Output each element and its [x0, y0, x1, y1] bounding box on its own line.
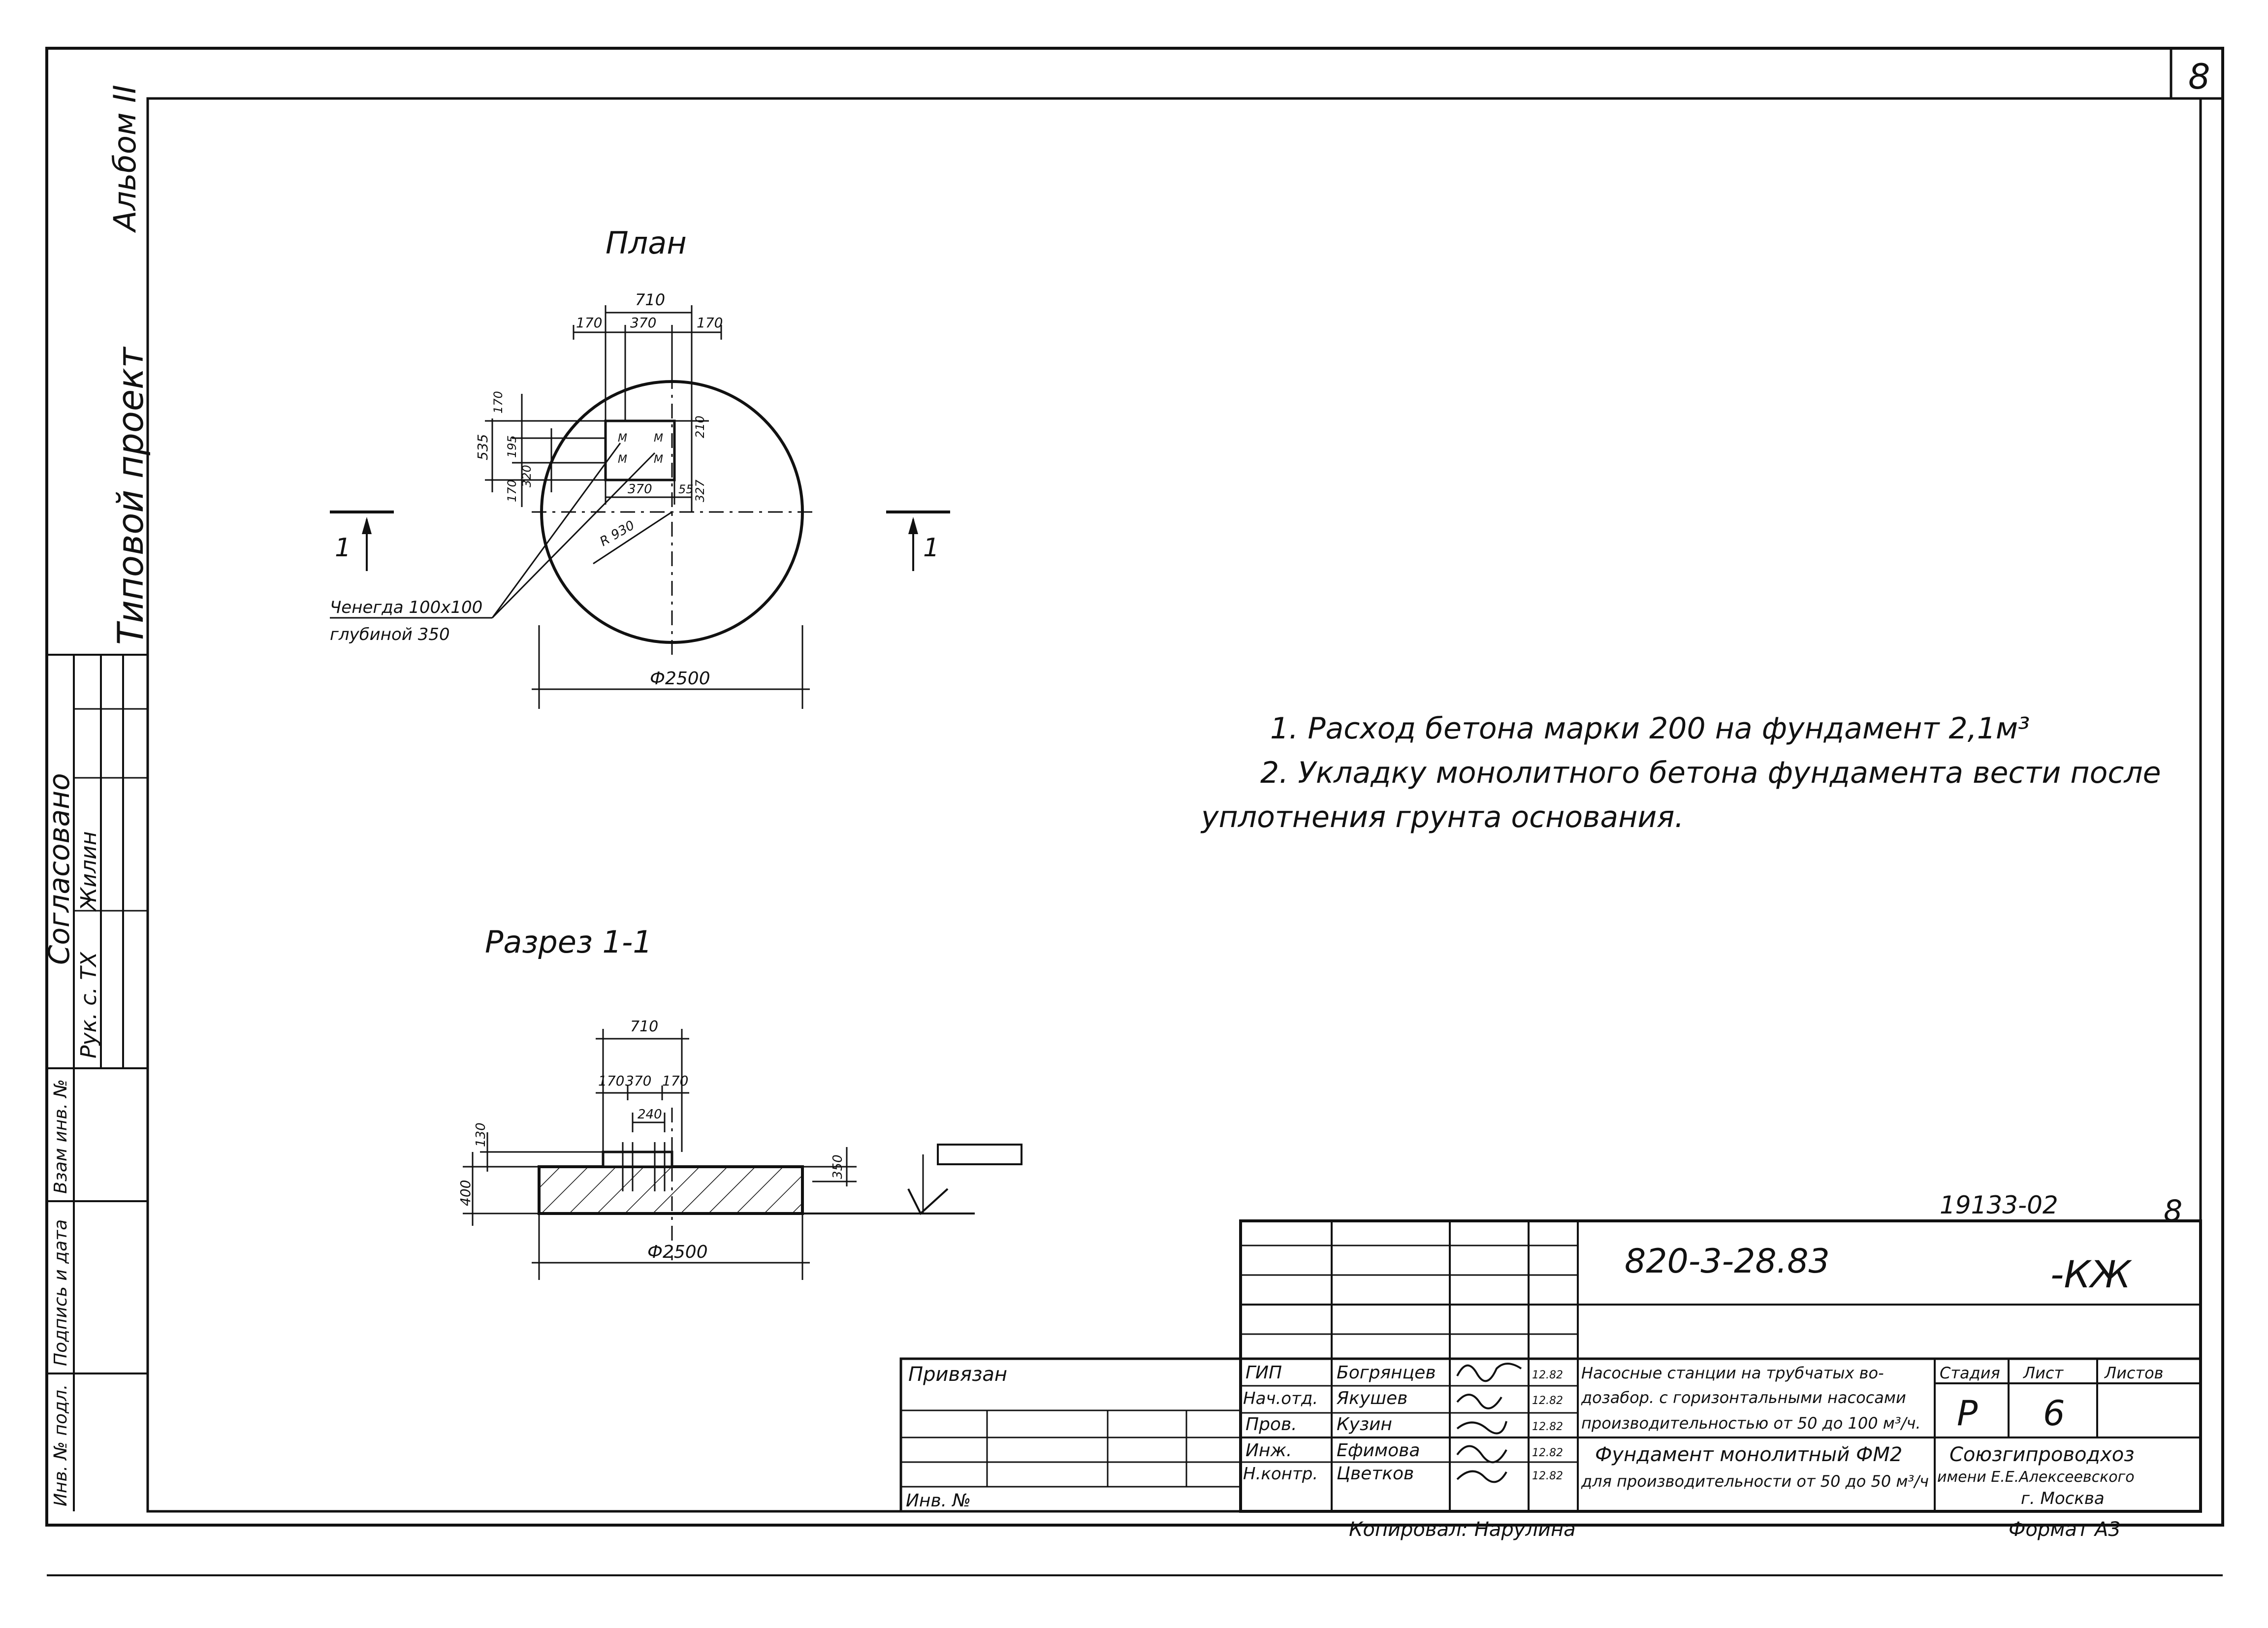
- role-gip: ГИП: [1246, 1363, 1282, 1383]
- plan-cut-label-left: 1: [335, 533, 351, 563]
- role-head: Нач.отд.: [1243, 1389, 1318, 1408]
- section-dim-total: 710: [630, 1018, 658, 1035]
- sheet-number-corner: 8: [2188, 57, 2210, 97]
- sheets-label: Листов: [2104, 1364, 2164, 1382]
- plan-dim-left-170a: 170: [491, 391, 505, 414]
- stage-value: Р: [1957, 1393, 1978, 1434]
- margin-project: Типовой проект: [110, 346, 151, 645]
- name-eng: Ефимова: [1337, 1440, 1420, 1461]
- bolt-label: M: [618, 432, 627, 445]
- project-title-3: производительностью от 50 до 100 м³/ч.: [1581, 1414, 1921, 1433]
- section-dim-bolt: 240: [638, 1107, 662, 1122]
- section-dim-mid: 370: [625, 1073, 651, 1089]
- org-line2: имени Е.Е.Алексеевского: [1937, 1468, 2135, 1486]
- plan-dim-top-total: 710: [635, 290, 665, 309]
- notes: 1. Расход бетона марки 200 на фундамент …: [1200, 711, 2161, 834]
- margin-album: Альбом II: [107, 85, 143, 233]
- drawing-title-2: для производительности от 50 до 50 м³/ч: [1581, 1472, 1929, 1491]
- margin-agreed-name: Жилин: [76, 831, 101, 912]
- org-line1: Союзгипроводхоз: [1949, 1443, 2135, 1466]
- name-head: Якушев: [1336, 1388, 1407, 1408]
- stage-label: Стадия: [1940, 1364, 2000, 1382]
- section-dim-h400: 400: [457, 1180, 474, 1206]
- drawing-title-1: Фундамент монолитный ФМ2: [1595, 1443, 1902, 1466]
- margin-agreed-role: Рук. с. ТХ: [76, 952, 101, 1058]
- section-dim-diameter: Ф2500: [647, 1242, 708, 1262]
- left-margin: [47, 654, 148, 1511]
- margin-agreed: Согласовано: [42, 773, 76, 965]
- order-sheet: 8: [2164, 1194, 2182, 1228]
- margin-sign-date: Подпись и дата: [51, 1219, 71, 1366]
- section-dim-left: 170: [598, 1073, 624, 1089]
- plan-cut-label-right: 1: [923, 533, 939, 563]
- plan-dim-diameter: Ф2500: [650, 669, 710, 689]
- plan-pedestal: [604, 419, 676, 481]
- plan-dim-bottom-55: 55: [678, 482, 694, 496]
- org-line3: г. Москва: [2021, 1489, 2105, 1508]
- project-title-1: Насосные станции на трубчатых во-: [1581, 1364, 1884, 1382]
- doc-suffix: -КЖ: [2050, 1252, 2132, 1296]
- note-1: 1. Расход бетона марки 200 на фундамент …: [1270, 711, 2030, 746]
- section-dim-h130: 130: [474, 1122, 488, 1147]
- signatures: [1456, 1363, 1522, 1483]
- plan-dim-left-535: 535: [475, 434, 491, 460]
- note-3: уплотнения грунта основания.: [1200, 800, 1684, 834]
- date-check: 12.82: [1532, 1421, 1563, 1433]
- section-dim-right: 170: [662, 1073, 688, 1089]
- bolt-label: M: [654, 453, 663, 466]
- sheet-label: Лист: [2023, 1364, 2064, 1382]
- date-gip: 12.82: [1532, 1369, 1563, 1381]
- date-eng: 12.82: [1532, 1447, 1563, 1459]
- sheet-value: 6: [2043, 1393, 2065, 1434]
- plan-dim-left-195: 195: [505, 435, 519, 458]
- doc-code: 820-3-28.83: [1625, 1242, 1830, 1281]
- copied-by: Копировал: Нарулина: [1349, 1518, 1576, 1541]
- role-check: Пров.: [1246, 1414, 1297, 1435]
- section-dim-h350: 350: [831, 1154, 845, 1179]
- plan-view: План M M M M 710 170 370 170 535 170: [330, 225, 950, 709]
- sheet-frame: [45, 47, 2224, 1576]
- inv-label: Инв. №: [906, 1491, 971, 1511]
- date-norm: 12.82: [1532, 1470, 1563, 1482]
- name-check: Кузин: [1337, 1414, 1392, 1435]
- plan-dim-right-210: 210: [693, 415, 707, 438]
- section-view: Разрез 1-1 710 170 370 170 240: [457, 924, 1022, 1280]
- name-norm: Цветков: [1337, 1464, 1414, 1484]
- project-title-2: дозабор. с горизонтальными насосами: [1581, 1388, 1906, 1407]
- order-number: 19133-02: [1940, 1191, 2058, 1219]
- plan-dim-radius: R 930: [598, 518, 638, 549]
- title-block: 19133-02 8 Привязан Инв. № 820-3-28.83: [899, 1191, 2202, 1541]
- plan-callout-line2: глубиной 350: [330, 625, 450, 644]
- plan-callout-line1: Ченегда 100х100: [330, 598, 482, 617]
- margin-inv-orig: Инв. № подл.: [51, 1384, 71, 1506]
- section-pedestal: [602, 1150, 673, 1168]
- bound-label: Привязан: [908, 1363, 1007, 1386]
- margin-inv-repl: Взам инв. №: [51, 1079, 71, 1194]
- plan-title: План: [606, 225, 687, 261]
- name-gip: Богрянцев: [1337, 1363, 1436, 1383]
- plan-dim-top-right: 170: [697, 315, 723, 331]
- plan-dim-bottom-370: 370: [628, 482, 652, 497]
- section-slab: [538, 1165, 804, 1215]
- plan-dim-left-170b: 170: [505, 479, 519, 502]
- bolt-label: M: [654, 432, 663, 445]
- role-norm: Н.контр.: [1243, 1464, 1318, 1484]
- plan-dim-right-327: 327: [693, 479, 707, 502]
- role-eng: Инж.: [1246, 1440, 1292, 1461]
- section-title: Разрез 1-1: [485, 924, 652, 960]
- plan-dim-left-320: 320: [520, 465, 534, 487]
- level-mark-box: [937, 1144, 1022, 1165]
- plan-dim-top-left: 170: [576, 315, 602, 331]
- sheet-format: Формат А3: [2009, 1518, 2121, 1541]
- date-head: 12.82: [1532, 1395, 1563, 1407]
- plan-dim-top-mid: 370: [630, 315, 656, 331]
- note-2: 2. Укладку монолитного бетона фундамента…: [1260, 756, 2161, 790]
- bolt-label: M: [618, 453, 627, 466]
